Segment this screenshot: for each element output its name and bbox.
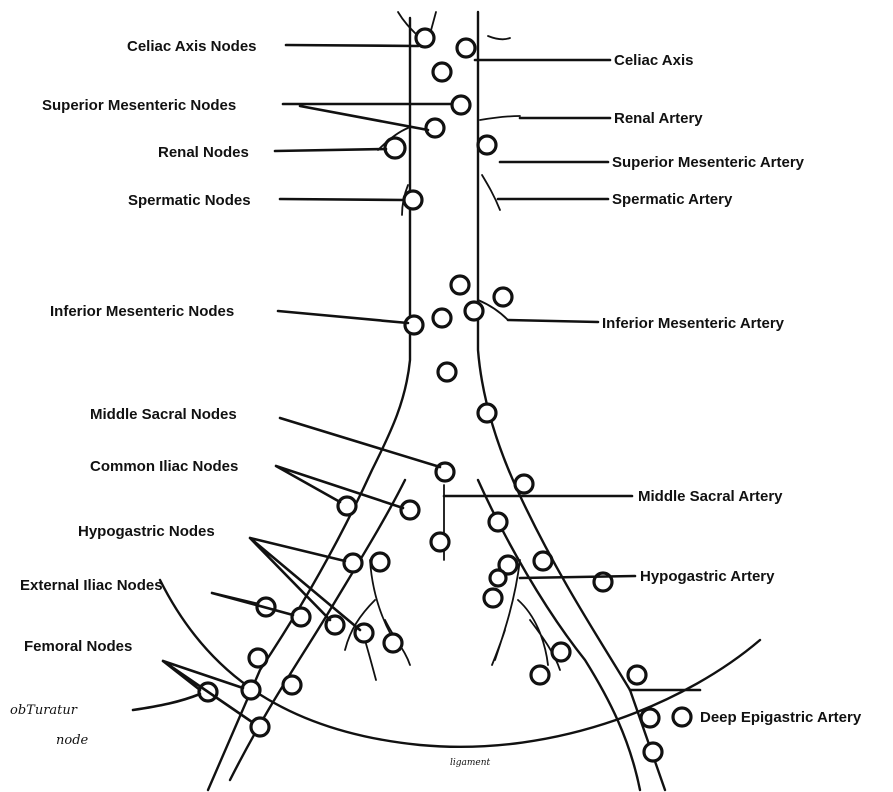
node [451,276,469,294]
node [484,589,502,607]
leader-inferior-mesenteric-artery [508,320,598,322]
node [338,497,356,515]
node [644,743,662,761]
leader-spermatic-nodes [280,199,404,200]
label-hypogastric-artery: Hypogastric Artery [640,568,775,585]
leader-celiac-axis-nodes [286,45,418,46]
label-middle-sacral-artery: Middle Sacral Artery [638,488,783,505]
leader-common-iliac-nodes [276,466,403,508]
node [490,570,506,586]
label-obturator-line2: node [56,733,89,748]
node [431,533,449,551]
label-common-iliac-nodes: Common Iliac Nodes [90,458,238,475]
node [465,302,483,320]
node [534,552,552,570]
node [552,643,570,661]
spermatic-stub [482,175,500,210]
hypogastric-branches-left [345,560,410,680]
node [242,681,260,699]
label-obturator-line1: obTuratur [10,703,78,718]
node [283,676,301,694]
node [478,404,496,422]
node [433,63,451,81]
leader-renal-nodes [275,149,386,151]
node [452,96,470,114]
leader-inferior-mesenteric-nodes [278,311,408,323]
celiac-branch [488,36,510,39]
vessels [160,12,760,790]
label-renal-nodes: Renal Nodes [158,144,249,161]
label-femoral-nodes: Femoral Nodes [24,638,132,655]
aorta-left-wall [208,18,410,790]
celiac-branch [398,12,416,34]
node [401,501,419,519]
node [641,709,659,727]
node [673,708,691,726]
node [478,136,496,154]
renal-artery-stub [480,116,520,120]
node [457,39,475,57]
leader-middle-sacral-nodes [280,418,440,467]
label-superior-mesenteric-nodes: Superior Mesenteric Nodes [42,97,236,114]
label-external-iliac-nodes: External Iliac Nodes [20,577,163,594]
leader-hypogastric-artery [520,576,635,578]
label-ligament: ligament [450,758,491,768]
node [531,666,549,684]
leader-femoral-nodes [163,661,252,722]
node [385,138,405,158]
label-spermatic-artery: Spermatic Artery [612,191,733,208]
node [292,608,310,626]
node [416,29,434,47]
node [494,288,512,306]
node [489,513,507,531]
label-superior-mesenteric-artery: Superior Mesenteric Artery [612,154,805,171]
node [405,316,423,334]
label-hypogastric-nodes: Hypogastric Nodes [78,523,215,540]
node [433,309,451,327]
label-middle-sacral-nodes: Middle Sacral Nodes [90,406,237,423]
label-inferior-mesenteric-nodes: Inferior Mesenteric Nodes [50,303,234,320]
node [515,475,533,493]
label-inferior-mesenteric-artery: Inferior Mesenteric Artery [602,315,785,332]
node [384,634,402,652]
leader-obturator-node [133,694,200,710]
node [249,649,267,667]
node [628,666,646,684]
label-renal-artery: Renal Artery [614,110,703,127]
node [344,554,362,572]
label-deep-epigastric-artery: Deep Epigastric Artery [700,709,862,726]
labels-left: Celiac Axis Nodes Superior Mesenteric No… [10,38,257,748]
leader-external-iliac-nodes [212,593,293,615]
label-celiac-axis-nodes: Celiac Axis Nodes [127,38,257,55]
node [404,191,422,209]
node [438,363,456,381]
node [426,119,444,137]
label-celiac-axis: Celiac Axis [614,52,694,69]
node [251,718,269,736]
labels-right: Celiac Axis Renal Artery Superior Mesent… [450,52,862,768]
label-spermatic-nodes: Spermatic Nodes [128,192,251,209]
node [371,553,389,571]
